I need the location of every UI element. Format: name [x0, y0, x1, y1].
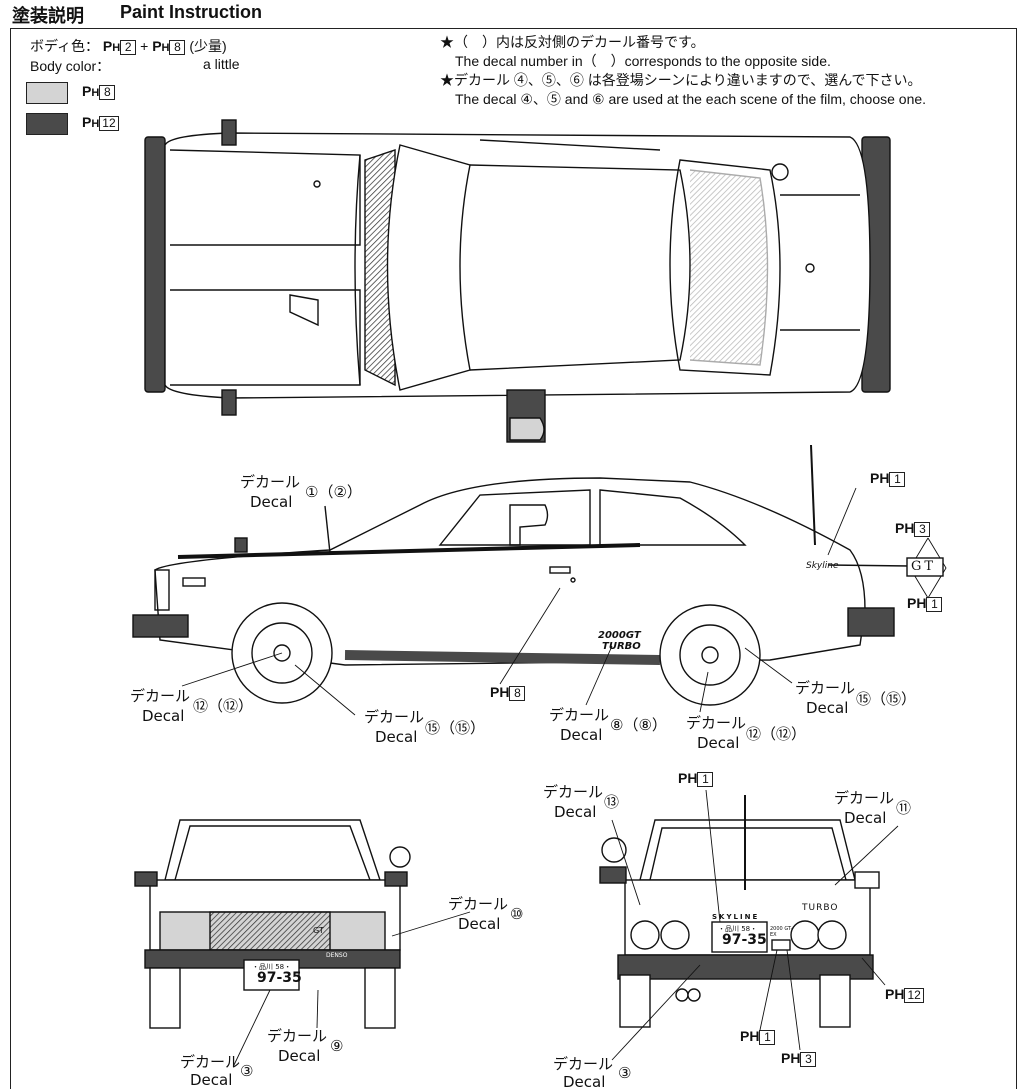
note-2-en: The decal ④、⑤ and ⑥ are used at the each…: [455, 91, 927, 107]
front-decal-bottom-en: Decal: [190, 1071, 233, 1089]
side-antenna: [810, 444, 816, 546]
rear-decal-right-jp: デカール: [834, 789, 895, 807]
side-headrest: [509, 504, 549, 546]
gt-badge-box: [906, 557, 944, 577]
rear-decal-right-num: ⑪: [896, 799, 912, 817]
top-mirror-left: [221, 119, 237, 146]
front-bumper-badge: DENSO: [326, 952, 348, 959]
rear-plate: [711, 921, 768, 953]
side-mirror: [234, 537, 248, 553]
side-decal-top-jp: デカール: [240, 473, 301, 491]
side-decal-sill-num: ⑧（⑧）: [610, 716, 667, 734]
rear-small-badge: 2000 GT-EX: [770, 926, 793, 938]
side-view: [132, 444, 947, 716]
side-decal-rear-right-num: ⑮（⑮）: [856, 690, 917, 708]
front-decal-plate-num: ⑨: [330, 1037, 344, 1055]
side-decal-sill-jp: デカール: [549, 706, 610, 724]
side-decal-top-num: ①（②）: [305, 483, 362, 501]
rear-decal-bottom-jp: デカール: [553, 1055, 614, 1073]
gt-badge-text: GT: [911, 559, 937, 574]
side-model-badge-2: TURBO: [602, 641, 641, 652]
side-decal-rear-right-jp: デカール: [795, 679, 856, 697]
rear-plate-top: ・品川 58・: [718, 925, 758, 933]
front-plate: [243, 959, 300, 991]
rear-decal-left-num: ⑬: [604, 793, 620, 811]
rear-view: [599, 789, 899, 1061]
top-front-bumper: [144, 136, 166, 393]
front-decal-bottom-num: ③: [240, 1062, 254, 1080]
front-tire-right: [364, 967, 396, 1029]
front-tire-left: [149, 967, 181, 1029]
side-script-badge: Skyline: [806, 561, 839, 571]
front-view: [134, 819, 471, 1066]
side-decal-wheel-left-en: Decal: [142, 707, 185, 725]
front-decal-bottom-jp: デカール: [180, 1053, 241, 1071]
front-decal-grille-en: Decal: [458, 915, 501, 933]
legend-note-en: a little: [203, 56, 240, 72]
top-view: [144, 119, 891, 443]
side-decal-sill-en: Decal: [560, 726, 603, 744]
side-decal-top-en: Decal: [250, 493, 293, 511]
side-decal-rear-wheel-jp: デカール: [686, 714, 747, 732]
swatch-light-grey: [26, 82, 68, 104]
rear-tire-right: [819, 974, 851, 1028]
rear-decal-bottom-en: Decal: [563, 1073, 606, 1091]
hood-scoop: [289, 294, 319, 327]
rear-plate-num: 97-35: [722, 932, 767, 948]
side-decal-wheel-left-num: ⑫（⑫）: [193, 697, 254, 715]
rear-decal-left-en: Decal: [554, 803, 597, 821]
note-2-jp: ★デカール ④、⑤、⑥ は各登場シーンにより違いますので、選んで下さい。: [440, 72, 922, 88]
front-decal-plate-jp: デカール: [267, 1027, 328, 1045]
rear-decal-right-en: Decal: [844, 809, 887, 827]
front-plate-num: 97-35: [257, 970, 302, 986]
front-spotlight: [389, 846, 411, 868]
side-rear-bumper: [847, 607, 895, 637]
note-1-jp: ★（ ）内は反対側のデカール番号です。: [440, 34, 705, 50]
front-decal-grille-jp: デカール: [448, 895, 509, 913]
side-decal-rear-wheel-num: ⑫（⑫）: [746, 725, 807, 743]
side-decal-wheel-center-num: ⑮（⑮）: [425, 719, 486, 737]
content-frame: [10, 28, 1017, 1089]
front-plate-top: ・品川 58・: [252, 963, 292, 971]
note-1-en: The decal number in（ ）corresponds to the…: [455, 53, 831, 69]
front-decal-grille-num: ⑩: [510, 905, 524, 923]
side-decal-wheel-center-jp: デカール: [364, 708, 425, 726]
legend-body-color-en: Body color：: [30, 58, 111, 74]
rear-decal-left-jp: デカール: [543, 783, 604, 801]
rear-skyline-text: SKYLINE: [712, 913, 760, 921]
side-decal-wheel-center-en: Decal: [375, 728, 418, 746]
rear-spotlight: [601, 837, 627, 863]
page-title-en: Paint Instruction: [120, 2, 263, 22]
front-grille-badge: GT: [313, 926, 324, 935]
rear-turbo-text: TURBO: [802, 903, 839, 913]
side-decal-rear-right-en: Decal: [806, 699, 849, 717]
side-decal-wheel-left-jp: デカール: [130, 687, 191, 705]
page-title-jp: 塗装説明: [12, 6, 84, 27]
rear-tire-left: [619, 974, 651, 1028]
side-decal-rear-wheel-en: Decal: [697, 734, 740, 752]
rear-decal-bottom-num: ③: [618, 1064, 632, 1082]
front-decal-plate-en: Decal: [278, 1047, 321, 1065]
side-headlight: [154, 569, 170, 611]
side-model-badge-1: 2000GT: [598, 630, 641, 641]
swatch-dark-grey: [26, 113, 68, 135]
side-front-bumper: [132, 614, 189, 638]
top-mirror-right: [221, 389, 237, 416]
